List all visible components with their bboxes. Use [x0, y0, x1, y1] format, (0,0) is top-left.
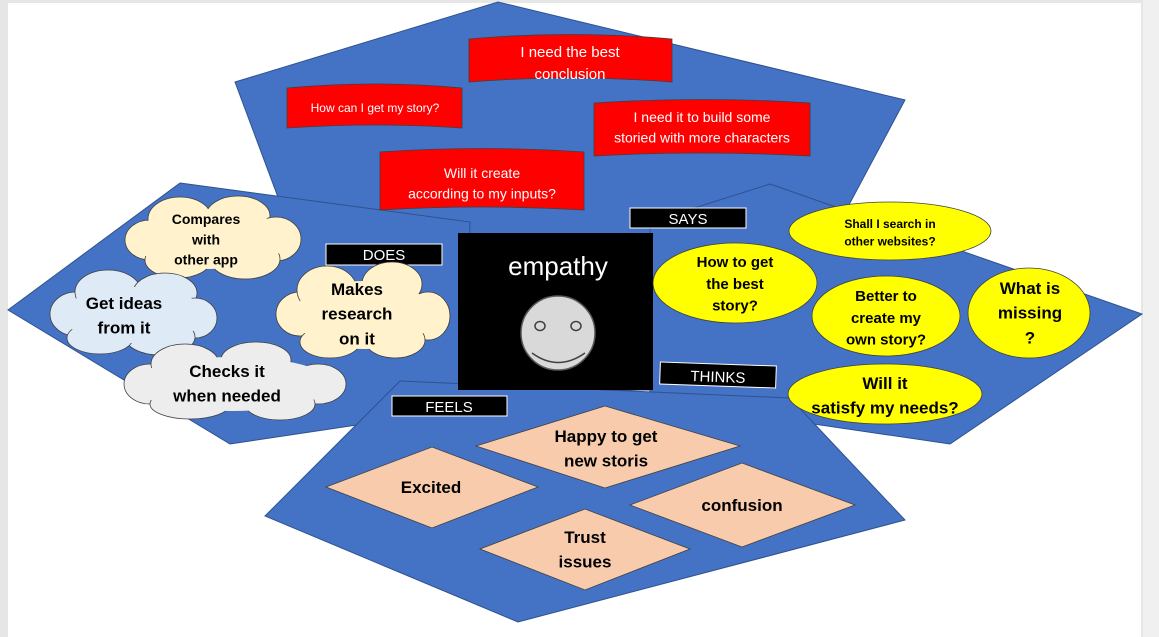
says-label: SAYS — [669, 211, 708, 228]
vertical-scrollbar[interactable] — [1143, 0, 1159, 637]
does-label-box: DOES — [325, 243, 443, 266]
feels-diamond: confusion — [628, 462, 857, 548]
feels-label: FEELS — [425, 399, 473, 416]
feels-diamond: Excited — [324, 446, 540, 529]
thinks-label-box: THINKS — [659, 361, 777, 389]
smiley-face-icon — [520, 295, 596, 371]
note-text: How can I get my story? — [311, 101, 440, 115]
note-text: confusion — [701, 496, 782, 515]
note-text: Excited — [401, 478, 461, 497]
says-note: How can I get my story? — [286, 83, 463, 129]
does-label: DOES — [363, 247, 406, 264]
feels-panel — [264, 380, 906, 623]
feels-label-box: FEELS — [391, 395, 508, 417]
thinks-label: THINKS — [690, 368, 746, 387]
empathy-title: empathy — [508, 251, 608, 281]
says-label-box: SAYS — [629, 207, 747, 229]
